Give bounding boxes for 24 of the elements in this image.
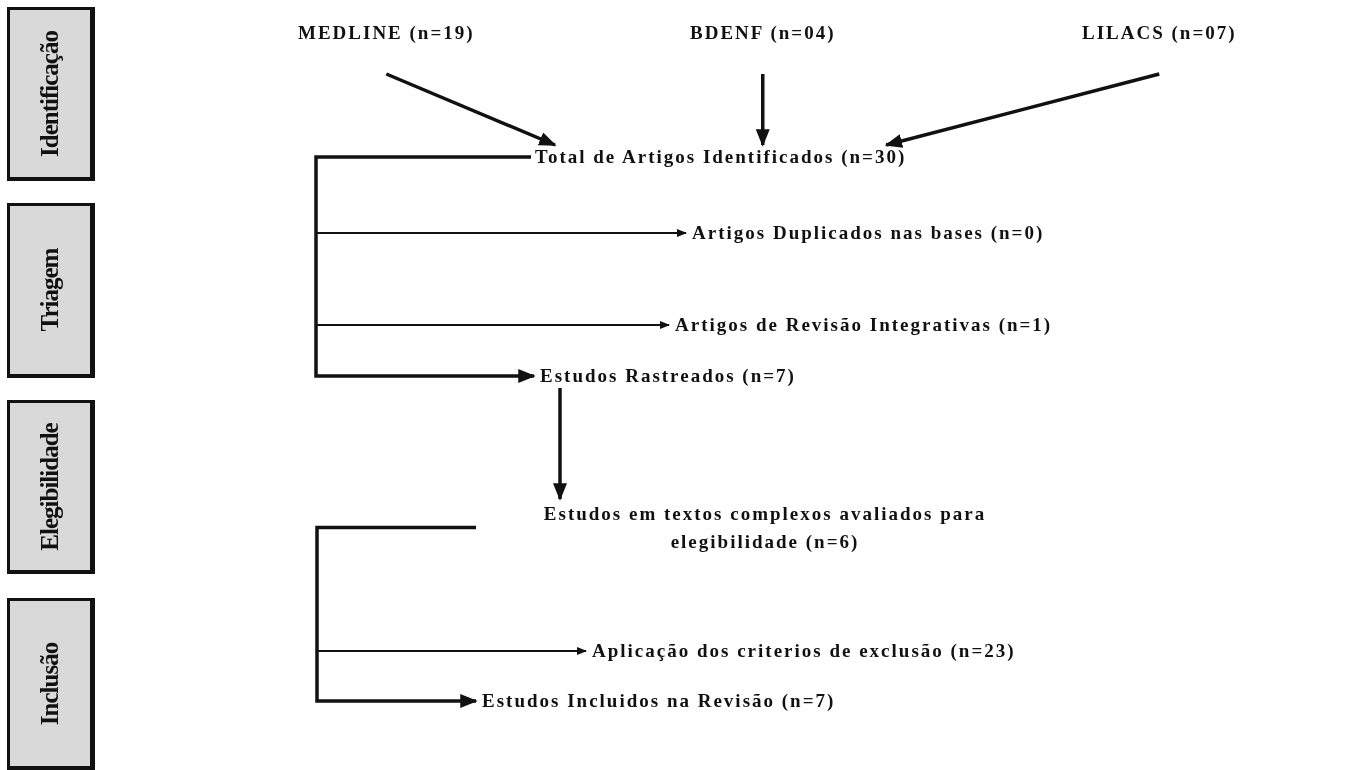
phase-box (7, 7, 95, 181)
step-label: Artigos Duplicados nas bases (n=0) (692, 222, 1045, 244)
step-label: Aplicação dos criterios de exclusão (n=23) (592, 640, 1016, 662)
step-label: Estudos Incluidos na Revisão (n=7) (482, 690, 836, 712)
step-label: BDENF (n=04) (690, 22, 836, 44)
phase-label: Elegibilidade (36, 422, 64, 551)
step-label: LILACS (n=07) (1082, 22, 1237, 44)
arrow (315, 525, 478, 708)
step-label: Artigos de Revisão Integrativas (n=1) (675, 314, 1053, 336)
arrow (755, 74, 770, 147)
step-label: Total de Artigos Identificados (n=30) (535, 146, 907, 168)
step-label: MEDLINE (n=19) (298, 22, 475, 44)
phase-label: Identificação (36, 30, 64, 157)
phase-label: Inclusão (36, 642, 64, 725)
phase-box (7, 598, 95, 770)
arrow (314, 155, 536, 383)
arrow (385, 72, 557, 147)
arrow (553, 388, 567, 501)
step-label: Estudos Rastreados (n=7) (540, 365, 796, 387)
phase-label: Triagem (36, 248, 64, 332)
phase-box (7, 400, 95, 574)
step-label: Estudos em textos complexos avaliados para elegibilidade (n=6) (542, 502, 988, 554)
phase-box (7, 203, 95, 378)
arrow (884, 72, 1160, 148)
